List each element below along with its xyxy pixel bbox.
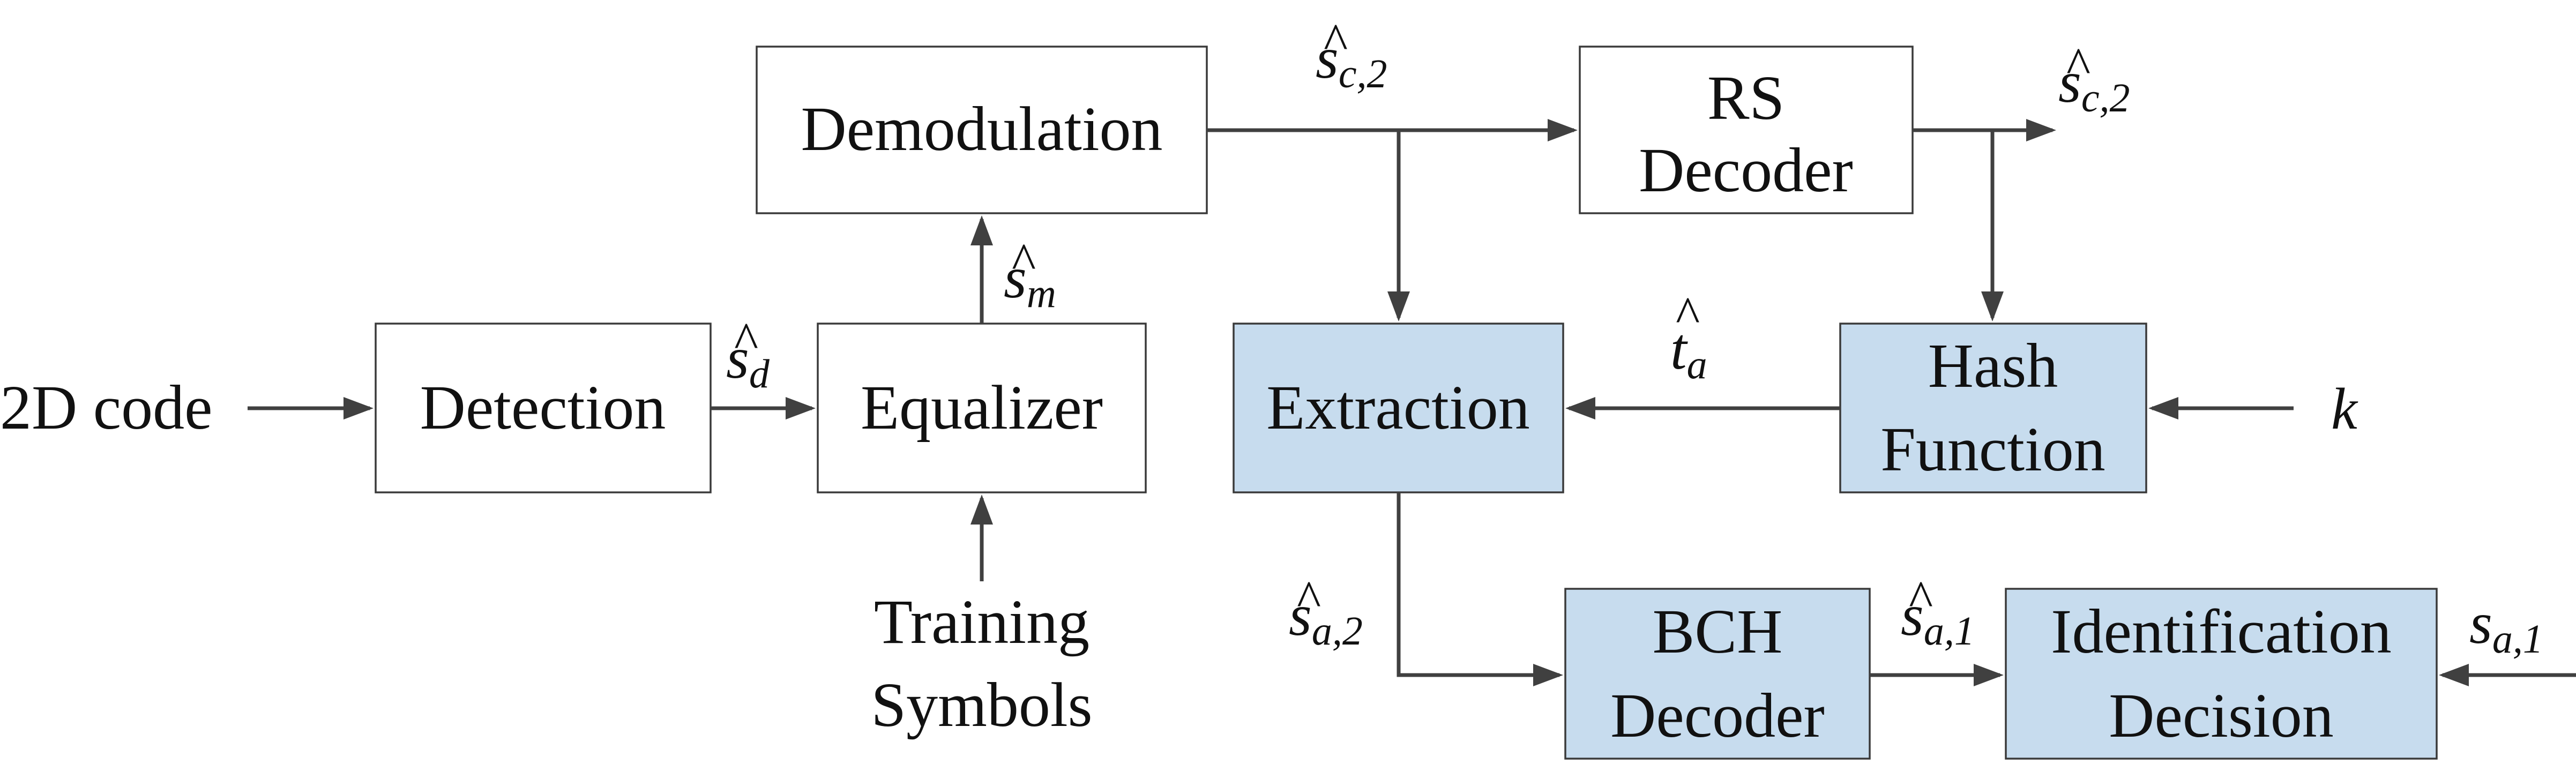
hash-function-label-line2: Function — [1880, 414, 2105, 484]
bch-decoder-label-line2: Decoder — [1610, 680, 1825, 751]
svg-text:^: ^ — [1676, 286, 1700, 343]
svg-text:^: ^ — [1324, 13, 1348, 70]
svg-text:sa,2: sa,2 — [1289, 582, 1363, 654]
identification-decision-box — [2005, 588, 2438, 760]
hash-function-label-line1: Hash — [1928, 331, 2058, 401]
input-key-k: k — [2331, 376, 2358, 441]
training-symbols-line2: Symbols — [871, 670, 1092, 740]
svg-text:^: ^ — [734, 312, 758, 369]
equalizer-box — [817, 323, 1147, 493]
svg-text:^: ^ — [2066, 37, 2090, 94]
demodulation-box — [756, 46, 1208, 214]
identification-decision-label-line2: Decision — [2109, 680, 2333, 751]
bch-decoder-label-line1: BCH — [1653, 596, 1783, 666]
svg-text:sm: sm — [1004, 245, 1056, 316]
identification-decision-label-line1: Identification — [2051, 596, 2392, 666]
bch-decoder-box — [1564, 588, 1871, 760]
detection-label: Detection — [420, 372, 666, 443]
svg-text:ta: ta — [1670, 316, 1707, 387]
training-symbols-line1: Training — [874, 587, 1089, 657]
signal-s-a2: ^ sa,2 — [1289, 570, 1363, 654]
svg-text:sa,1: sa,1 — [1901, 582, 1975, 654]
rs-decoder-box — [1579, 46, 1914, 214]
extraction-label: Extraction — [1266, 372, 1529, 443]
svg-text:sc,2: sc,2 — [1316, 25, 1387, 96]
demodulation-label: Demodulation — [801, 94, 1162, 164]
svg-text:^: ^ — [1297, 570, 1321, 627]
svg-text:sc,2: sc,2 — [2058, 49, 2130, 121]
rs-decoder-label-line2: Decoder — [1639, 135, 1853, 205]
input-2d-code: 2D code — [0, 372, 212, 443]
signal-s-m: ^ sm — [1004, 233, 1056, 316]
extraction-box — [1233, 323, 1564, 493]
rs-decoder-label-line1: RS — [1707, 63, 1784, 133]
svg-text:^: ^ — [1909, 570, 1933, 627]
signal-s-c2-output: ^ sc,2 — [2058, 37, 2130, 121]
svg-text:^: ^ — [1012, 233, 1036, 290]
signal-s-a1-hat: ^ sa,1 — [1901, 570, 1975, 654]
svg-text:sa,1: sa,1 — [2469, 590, 2543, 662]
signal-s-a1-ref: sa,1 — [2469, 590, 2543, 662]
hash-function-box — [1839, 323, 2147, 493]
detection-box — [375, 323, 712, 493]
equalizer-label: Equalizer — [861, 372, 1103, 443]
svg-text:sd: sd — [726, 325, 770, 396]
signal-s-c2-top: ^ sc,2 — [1316, 13, 1387, 96]
arrow-extraction-to-bch — [1397, 492, 1563, 686]
signal-s-d: ^ sd — [726, 312, 770, 396]
signal-t-a: ^ ta — [1670, 286, 1707, 387]
